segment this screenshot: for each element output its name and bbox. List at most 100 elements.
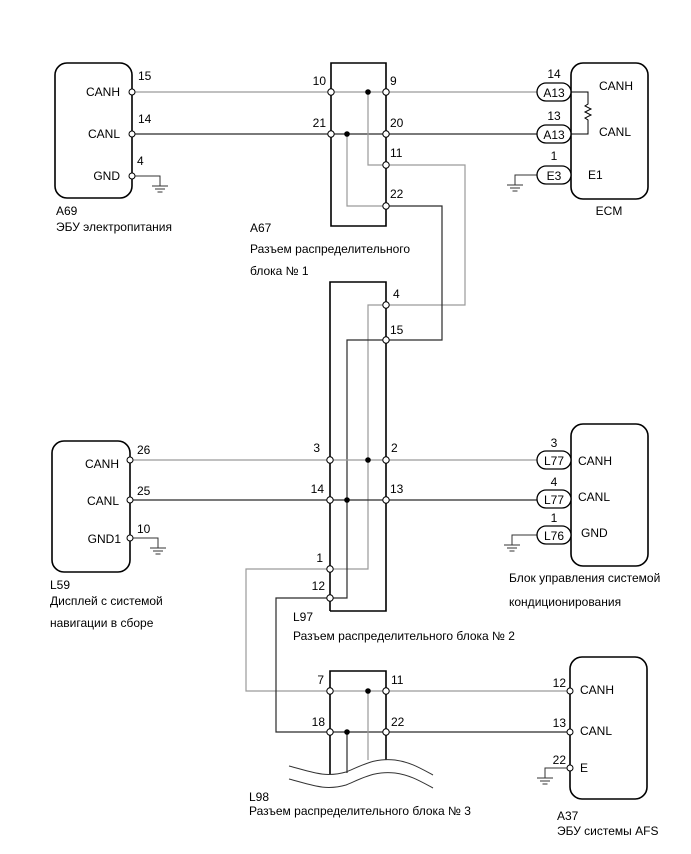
- l97-pin-number: 12: [312, 579, 326, 593]
- ac-connector-l77-canl: [536, 489, 572, 509]
- l59-pin-canl-label: CANL: [87, 494, 119, 508]
- a37-pin-canh-label: CANH: [580, 683, 614, 697]
- ground-icon: [152, 185, 168, 193]
- a67-pin-number: 21: [313, 116, 327, 130]
- a67-id: A67: [250, 221, 272, 235]
- terminal: [382, 202, 390, 210]
- ac-pin-number: 1: [551, 511, 558, 525]
- a69-name: ЭБУ электропитания: [56, 220, 172, 234]
- l97-pin-number: 4: [393, 287, 400, 301]
- l98-pin-number: 22: [391, 715, 405, 729]
- l59-pin-number: 26: [137, 443, 151, 457]
- a37-pin-number: 22: [553, 753, 567, 767]
- a67-pin-number: 11: [390, 146, 403, 160]
- ac-pin-gnd-label: GND: [581, 526, 608, 540]
- ac-name-line1: Блок управления системой: [509, 571, 660, 585]
- a69-pin-number: 15: [138, 69, 152, 83]
- ac-body: [570, 423, 649, 567]
- wire-ac-gnd: [511, 534, 537, 545]
- l97-pin-number: 13: [390, 482, 404, 496]
- l98-name: Разъем распределительного блока № 3: [249, 804, 471, 818]
- l97-name: Разъем распределительного блока № 2: [293, 629, 515, 643]
- terminal: [128, 130, 136, 138]
- wire-a67-splice-11: [367, 92, 386, 166]
- component-a67: 10 9 21 20 11 22 A67 Разъем распределите…: [250, 62, 410, 278]
- a37-body: [569, 656, 648, 800]
- ecm-connector-e3: [536, 165, 572, 185]
- wire-a67-22-to-l97-15: [386, 205, 443, 341]
- terminal: [327, 88, 335, 96]
- ecm-pin-number: 1: [551, 149, 558, 163]
- component-ecm: A13 A13 E3 14 13 1 CANH CANL E1 ECM: [536, 62, 649, 218]
- wire-l59-gnd: [132, 537, 159, 548]
- l97-pin-number: 2: [391, 441, 398, 455]
- terminal: [382, 456, 390, 464]
- a37-id: A37: [557, 809, 579, 823]
- l97-id: L97: [293, 610, 313, 624]
- ecm-pin-canl-label: CANL: [599, 125, 631, 139]
- wire-l97-15-internal: [346, 339, 386, 500]
- terminal: [128, 88, 136, 96]
- l98-pin-number: 18: [312, 715, 326, 729]
- a67-pin-number: 9: [390, 74, 397, 88]
- ecm-connector-label: A13: [543, 86, 565, 100]
- terminal: [128, 172, 136, 180]
- a37-pin-number: 12: [553, 676, 567, 690]
- wire-l97-12-to-l98-18: [275, 597, 330, 733]
- ac-connector-l77-canh: [536, 450, 572, 470]
- a69-pin-canh-label: CANH: [86, 85, 120, 99]
- l59-pin-canh-label: CANH: [85, 457, 119, 471]
- splice-point: [344, 131, 350, 137]
- ecm-pin-e1-label: E1: [588, 168, 603, 182]
- terminal: [326, 594, 334, 602]
- ac-connector-label: L77: [544, 493, 564, 507]
- splice-point: [365, 688, 371, 694]
- wire-a67-11-to-l97-4: [386, 164, 466, 306]
- terminal: [382, 161, 390, 169]
- terminal: [327, 130, 335, 138]
- l59-pin-gnd1-label: GND1: [88, 532, 122, 546]
- terminal: [326, 456, 334, 464]
- l97-pin-number: 15: [390, 323, 404, 337]
- ecm-connector-label: E3: [547, 169, 562, 183]
- ac-pin-number: 4: [551, 475, 558, 489]
- wire-l97-splice-12: [330, 500, 348, 599]
- terminal: [382, 687, 390, 695]
- a67-pin-number: 10: [313, 74, 327, 88]
- a67-name-line2: блока № 1: [250, 264, 309, 278]
- component-a37: 12 13 22 CANH CANL E A37 ЭБУ системы AFS: [553, 656, 658, 838]
- a37-pin-number: 13: [553, 716, 567, 730]
- a69-pin-number: 14: [138, 112, 152, 126]
- terminal: [326, 565, 334, 573]
- ecm-pin-number: 14: [547, 67, 561, 81]
- l59-body: [51, 440, 131, 573]
- ground-icon: [537, 777, 553, 785]
- terminal: [126, 496, 134, 504]
- terminal: [126, 456, 134, 464]
- terminal: [326, 687, 334, 695]
- a37-pin-canl-label: CANL: [580, 724, 612, 738]
- terminal: [382, 336, 390, 344]
- ecm-name: ECM: [596, 204, 623, 218]
- ecm-connector-a13-canh: [536, 82, 572, 102]
- l98-cut-line: [288, 759, 434, 776]
- a37-pin-e-label: E: [580, 761, 588, 775]
- terminal: [382, 728, 390, 736]
- splice-point: [365, 457, 371, 463]
- l98-pin-number: 7: [317, 673, 324, 687]
- ecm-connector-a13-canl: [536, 124, 572, 144]
- a67-pin-number: 22: [390, 187, 404, 201]
- l98-body: [329, 670, 387, 774]
- l97-pin-number: 3: [313, 441, 320, 455]
- ecm-pin-number: 13: [547, 109, 561, 123]
- ac-pin-canh-label: CANH: [578, 454, 612, 468]
- l97-pin-number: 14: [311, 482, 325, 496]
- ecm-pin-canh-label: CANH: [599, 79, 633, 93]
- ac-name-line2: кондиционирования: [509, 595, 621, 609]
- a69-pin-canl-label: CANL: [88, 127, 120, 141]
- a37-name: ЭБУ системы AFS: [557, 824, 658, 838]
- wire-ecm-gnd: [514, 174, 537, 185]
- ac-connector-label: L76: [544, 529, 564, 543]
- wires: [132, 91, 570, 778]
- wire-a67-splice-22: [346, 134, 386, 207]
